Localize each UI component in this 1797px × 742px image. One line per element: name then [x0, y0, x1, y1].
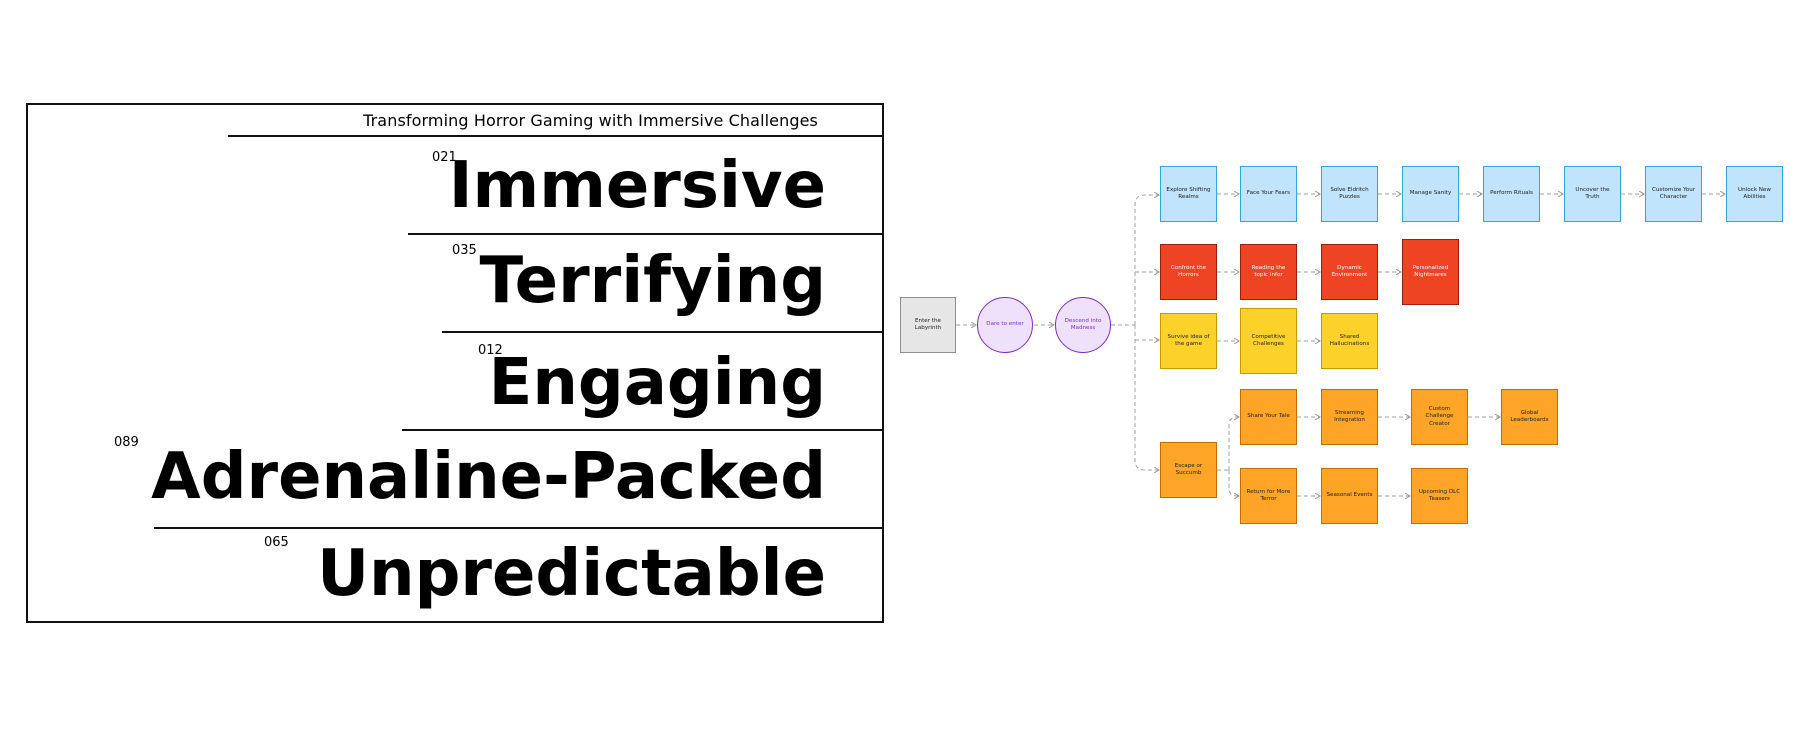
connector: [1134, 195, 1159, 325]
item-word: Unpredictable: [317, 537, 826, 611]
divider: [154, 527, 882, 529]
flow-node: Streaming Integration: [1321, 389, 1378, 445]
flow-node: Survive idea of the game: [1160, 313, 1217, 369]
flow-node: Dynamic Environment: [1321, 244, 1378, 300]
flow-node: Seasonal Events: [1321, 468, 1378, 524]
flow-node-start: Enter the Labyrinth: [900, 297, 956, 353]
flow-node: Share Your Tale: [1240, 389, 1297, 445]
item-word: Adrenaline-Packed: [151, 440, 826, 514]
flow-node: Shared Hallucinations: [1321, 313, 1378, 369]
flow-node: Custom Challenge Creator: [1411, 389, 1468, 445]
flow-node: Confront the Horrors: [1160, 244, 1217, 300]
item-number: 035: [452, 243, 477, 258]
connector: [1228, 470, 1239, 496]
flow-node: Reading the topic infor: [1240, 244, 1297, 300]
item-number: 012: [478, 343, 503, 358]
item-word: Immersive: [448, 149, 826, 223]
item-number: 021: [432, 150, 457, 165]
item-number: 089: [114, 435, 139, 450]
flow-node: Manage Sanity: [1402, 166, 1459, 222]
connector: [1228, 417, 1239, 470]
flow-node: Global Leaderboards: [1501, 389, 1558, 445]
flow-node: Personalized Nightmares: [1402, 239, 1459, 305]
flow-node-circle: Descend into Madness: [1055, 297, 1111, 353]
flow-node-escape: Escape or Succumb: [1160, 442, 1217, 498]
flow-node: Perform Rituals: [1483, 166, 1540, 222]
flow-node: Customize Your Character: [1645, 166, 1702, 222]
flow-node-circle: Dare to enter: [977, 297, 1033, 353]
flow-node: Uncover the Truth: [1564, 166, 1621, 222]
flow-node: Face Your Fears: [1240, 166, 1297, 222]
divider: [442, 331, 882, 333]
flow-node: Explore Shifting Realms: [1160, 166, 1217, 222]
flow-node: Return for More Terror: [1240, 468, 1297, 524]
divider: [228, 135, 882, 137]
divider: [402, 429, 882, 431]
connector: [1134, 325, 1159, 470]
flow-node: Competitive Challenges: [1240, 308, 1297, 374]
feature-card: Transforming Horror Gaming with Immersiv…: [26, 103, 884, 623]
item-word: Engaging: [488, 346, 826, 420]
divider: [408, 233, 882, 235]
item-word: Terrifying: [479, 244, 827, 318]
card-subtitle: Transforming Horror Gaming with Immersiv…: [363, 111, 818, 130]
flow-node: Unlock New Abilities: [1726, 166, 1783, 222]
flow-node: Solve Eldritch Puzzles: [1321, 166, 1378, 222]
flow-node: Upcoming DLC Teasers: [1411, 468, 1468, 524]
item-number: 065: [264, 535, 289, 550]
